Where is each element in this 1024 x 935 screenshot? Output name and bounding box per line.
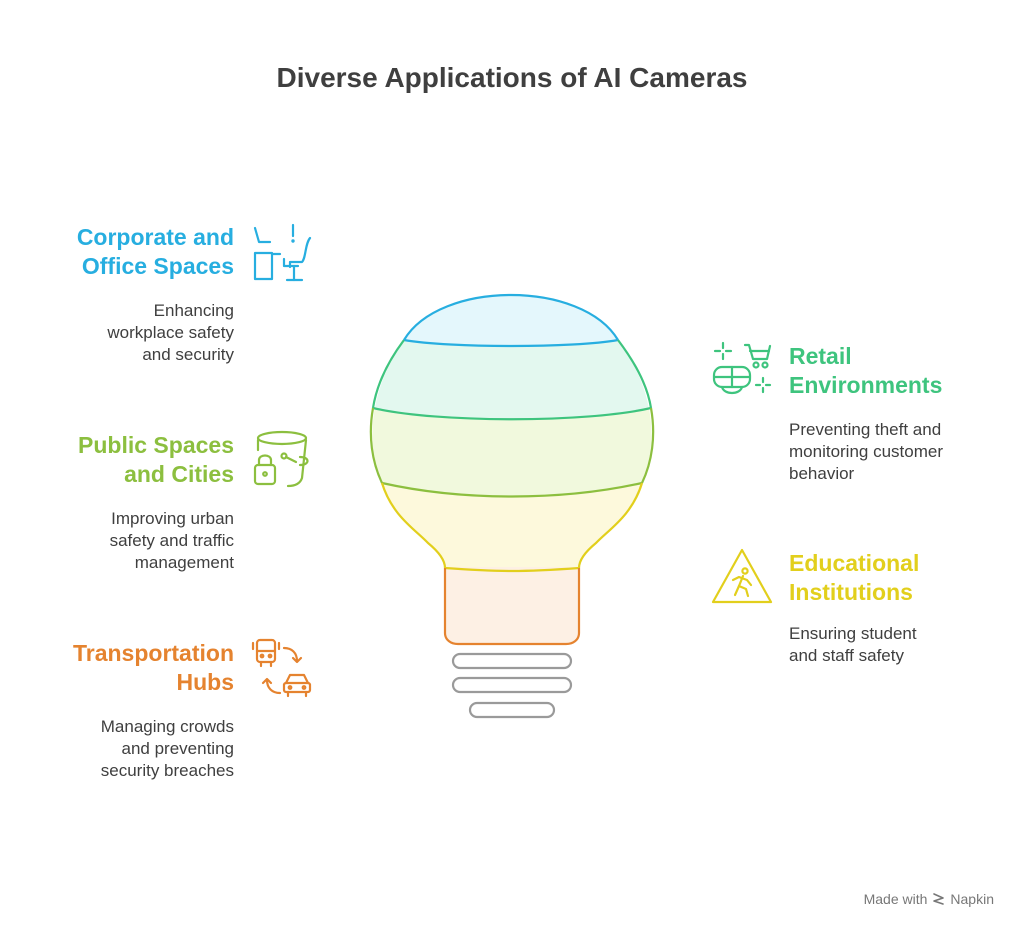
bulb-band-1 [372,330,652,420]
description-line: and security [142,345,234,364]
bulb-outline-4 [443,568,581,646]
description-line: and preventing [121,739,234,758]
bulb-band-2 [372,400,652,500]
warning-person-icon [711,548,773,604]
description-line: monitoring customer [789,442,944,461]
description-line: safety and traffic [109,531,234,550]
description-line: Enhancing [153,301,234,320]
description-retail: Preventing theft and monitoring customer… [789,419,943,485]
description-line: Managing crowds [100,717,234,736]
bulb-outline-1b [372,406,652,421]
heading-line: Institutions [789,579,913,605]
office-desk-icon [253,223,312,282]
bulb-outline-1 [371,339,653,409]
heading-line: Office Spaces [81,253,234,279]
heading-line: and Cities [124,461,234,487]
description-line: management [134,553,234,572]
description-transportation: Managing crowds and preventing security … [101,716,234,782]
napkin-logo-icon [933,893,945,905]
heading-line: Environments [789,372,943,398]
description-educational: Ensuring student and staff safety [789,623,917,667]
description-line: security breaches [100,761,234,780]
heading-line: Corporate and [76,224,234,250]
bulb-base-ring [451,652,573,670]
heading-retail: Retail Environments [789,342,942,400]
heading-line: Public Spaces [78,432,234,458]
heading-line: Hubs [176,669,235,695]
description-public-spaces: Improving urban safety and traffic manag… [110,508,234,574]
footer-prefix: Made with [863,891,928,907]
description-corporate-office: Enhancing workplace safety and security [107,300,234,366]
description-line: and staff safety [789,646,904,665]
footer-credit: Made with Napkin [864,891,994,907]
bulb-band-4 [372,567,652,644]
light-bulb [369,294,655,719]
bulb-outline-0 [403,294,619,341]
heading-public-spaces: Public Spaces and Cities [78,431,234,489]
heading-line: Transportation [72,640,234,666]
footer-brand: Napkin [950,891,994,907]
description-line: behavior [789,464,855,483]
bulb-base-ring [451,676,573,694]
page-title: Diverse Applications of AI Cameras [276,62,748,93]
bulb-outline-2 [369,407,655,484]
bulb-outline-3 [380,482,644,569]
bulb-outline-2b [381,481,643,498]
bulb-outline-3b [444,566,580,573]
bulb-outline-0b [403,338,619,348]
bulb-base-tip [468,701,556,719]
description-line: Preventing theft and [789,420,942,439]
heading-line: Retail [789,343,852,369]
bus-car-exchange-icon [251,638,312,698]
heading-line: Educational [789,550,920,576]
bucket-lock-icon [253,430,309,488]
description-line: Ensuring student [789,624,917,643]
vr-headset-cart-icon [712,341,772,395]
description-line: Improving urban [111,509,234,528]
heading-transportation: Transportation Hubs [73,639,234,697]
heading-educational: Educational Institutions [789,549,919,607]
description-line: workplace safety [107,323,234,342]
heading-corporate-office: Corporate and Office Spaces [77,223,234,281]
